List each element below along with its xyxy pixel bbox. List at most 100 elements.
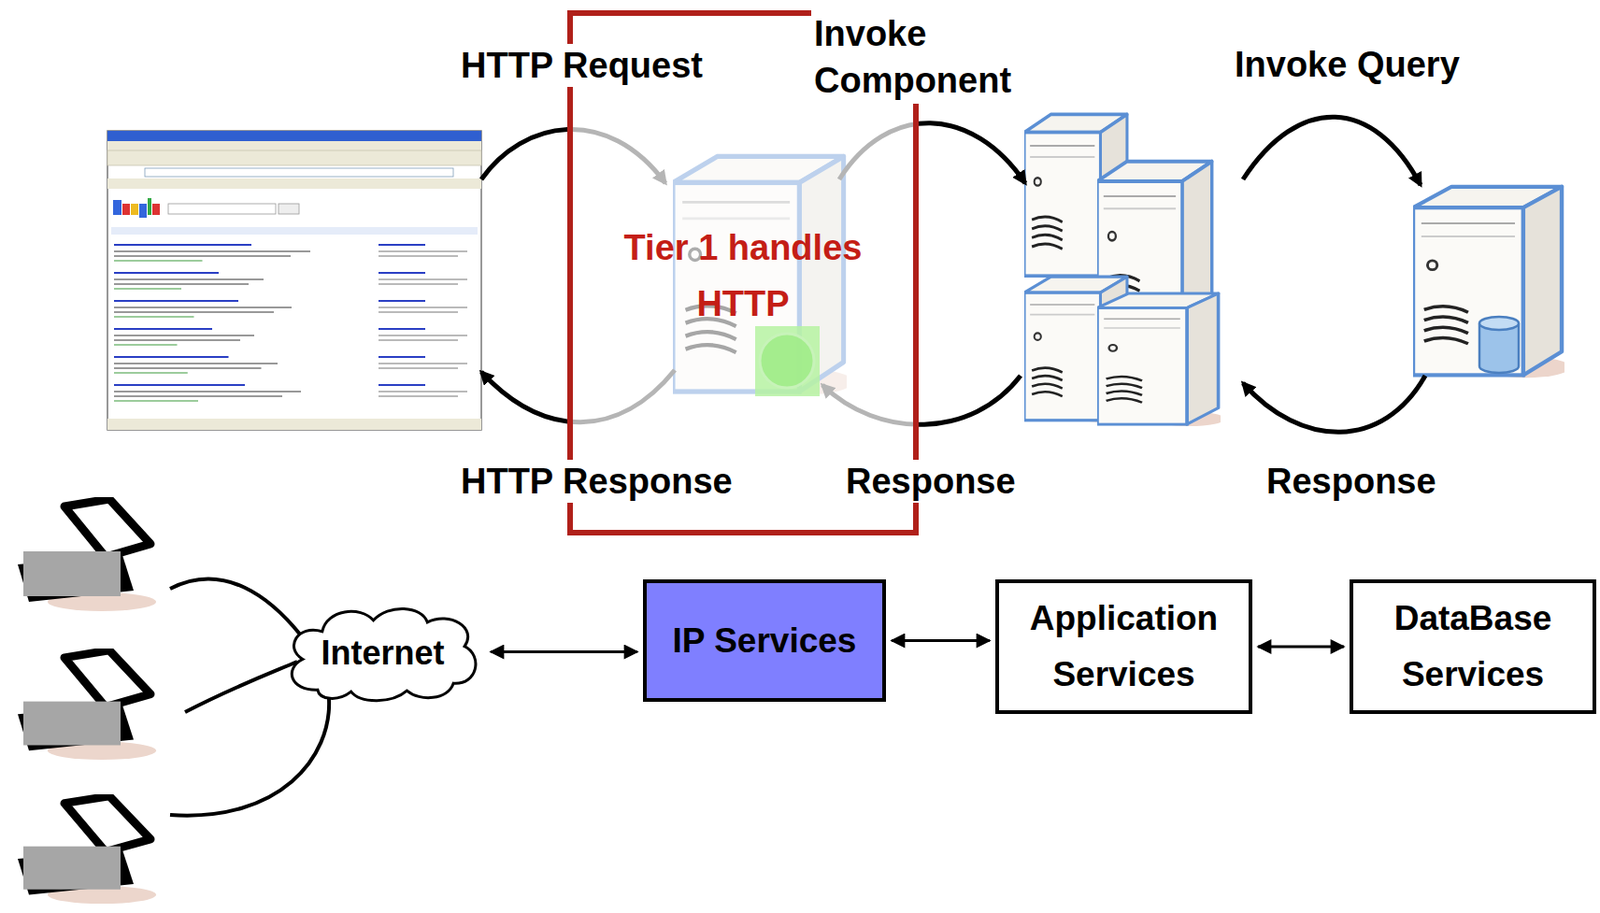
- browser-screenshot-part-part: [378, 243, 426, 246]
- browser-screenshot-part-part: [378, 339, 458, 341]
- browser-screenshot-part-part: [114, 278, 264, 280]
- browser-screenshot-part: [152, 203, 160, 215]
- browser-screenshot-part: [139, 203, 147, 218]
- browser-screenshot-part-part: [378, 311, 458, 313]
- browser-screenshot-part: [107, 418, 482, 430]
- browser-screenshot-part: [107, 130, 482, 430]
- service-box: DataBase Services: [1349, 579, 1597, 715]
- node-label: IP Services: [663, 613, 867, 670]
- browser-screenshot-part-part: [114, 343, 178, 345]
- browser-screenshot-part-part: [114, 362, 278, 364]
- browser-screenshot-part-part: [114, 400, 199, 401]
- flow-label: Invoke Query: [1231, 42, 1463, 86]
- browser-screenshot-part: [111, 227, 478, 235]
- browser-screenshot-part-part: [378, 328, 426, 330]
- browser-screenshot-part-part: [378, 390, 468, 392]
- flow-arrows-part-part: [481, 128, 666, 184]
- connector-arrow: [891, 639, 990, 643]
- browser-screenshot-part-part: [114, 328, 213, 330]
- browser-screenshot-part-part: [114, 250, 311, 252]
- browser-screenshot-part-part: [114, 311, 274, 313]
- database-server: [1413, 186, 1571, 378]
- browser-screenshot-part-part: [378, 356, 426, 358]
- highlight-square: [755, 326, 820, 397]
- client-laptops-part: [17, 650, 157, 760]
- browser-screenshot-part-part: [114, 339, 241, 341]
- client-laptops-part: [17, 499, 157, 612]
- browser-screenshot-part-part: [378, 278, 468, 280]
- cloud-shape: [291, 608, 476, 700]
- browser-screenshot-part-part: [378, 255, 458, 257]
- flow-arrows-part-part: [839, 123, 1026, 184]
- browser-screenshot-part-part: [378, 334, 468, 336]
- browser-screenshot-part-part: [114, 243, 252, 246]
- callout-text: Tier 1 handles HTTP: [624, 219, 863, 332]
- browser-screenshot-part-part: [114, 300, 239, 302]
- internet-cloud: Internet: [280, 601, 486, 704]
- browser-screenshot-part-part: [114, 384, 245, 386]
- service-box: IP Services: [642, 579, 886, 702]
- browser-screenshot-part-part: [378, 271, 426, 274]
- client-links: [170, 579, 329, 816]
- node-label: Internet: [320, 632, 444, 674]
- browser-screenshot-part: [107, 130, 482, 142]
- flow-label: Response: [842, 459, 1019, 503]
- browser-screenshot-part-part: [378, 362, 468, 364]
- flow-arrows-part-part: [839, 123, 919, 184]
- flow-arrows-part-part: [1242, 375, 1426, 432]
- flow-arrows-part-part: [822, 375, 919, 425]
- browser-screenshot-part: [168, 203, 276, 215]
- browser-screenshot-part-part: [114, 395, 283, 397]
- highlight-dot: [759, 333, 815, 388]
- browser-screenshot-part-part: [114, 283, 249, 285]
- browser-screenshot-part-part: [114, 390, 301, 392]
- database-server-part: [1413, 186, 1571, 378]
- browser-screenshot-part-part: [114, 334, 255, 336]
- client-links-part: [185, 661, 298, 713]
- browser-screenshot-part: [147, 198, 152, 215]
- flow-arrows-part: [567, 123, 919, 426]
- flow-label: HTTP Response: [457, 459, 736, 503]
- flow-arrows-part: [481, 116, 1426, 432]
- browser-screenshot-part-part: [114, 271, 219, 274]
- browser-screenshot-part-part: [378, 250, 468, 252]
- flow-label: Invoke Component: [811, 10, 1016, 104]
- flow-label: Response: [1263, 459, 1440, 503]
- browser-screenshot-part-part: [114, 287, 182, 289]
- client-laptops: [17, 499, 157, 904]
- service-box: Application Services: [995, 579, 1253, 715]
- browser-screenshot-part-part: [114, 255, 291, 257]
- flow-label: HTTP Request: [457, 43, 706, 87]
- browser-screenshot-part-part: [378, 300, 426, 302]
- browser-screenshot-part: [114, 244, 468, 401]
- tier1-server: [672, 156, 854, 395]
- browser-screenshot-part-part: [114, 306, 292, 308]
- browser-screenshot-part: [107, 178, 482, 189]
- client-laptops-part: [17, 796, 157, 904]
- browser-screenshot-part-part: [378, 306, 468, 308]
- browser-screenshot-part-part: [114, 259, 203, 261]
- browser-screenshot-part-part: [114, 367, 262, 369]
- browser-screenshot-part-part: [114, 371, 188, 373]
- browser-screenshot-part-part: [378, 367, 458, 369]
- app-server-cluster: [1024, 114, 1226, 427]
- browser-screenshot-part-part: [114, 356, 229, 358]
- browser-screenshot-part: [107, 150, 482, 166]
- node-label: DataBase Services: [1353, 590, 1593, 703]
- flow-arrows-part-part: [822, 375, 1021, 425]
- browser-screenshot-part-part: [378, 395, 458, 397]
- app-server-cluster-part: [1097, 293, 1226, 427]
- connector-arrow: [490, 650, 638, 654]
- browser-screenshot: [107, 130, 482, 430]
- flow-arrows-part-part: [567, 128, 666, 184]
- flow-arrows-part-part: [567, 370, 675, 423]
- browser-screenshot-part: [130, 203, 139, 215]
- browser-screenshot-part: [144, 168, 454, 177]
- browser-screenshot-part: [113, 200, 122, 215]
- browser-screenshot-part: [278, 203, 300, 215]
- database-server-part: [1479, 316, 1519, 330]
- flow-arrows-part-part: [1242, 116, 1421, 186]
- flow-arrows: [481, 116, 1426, 432]
- browser-screenshot-part-part: [378, 283, 458, 285]
